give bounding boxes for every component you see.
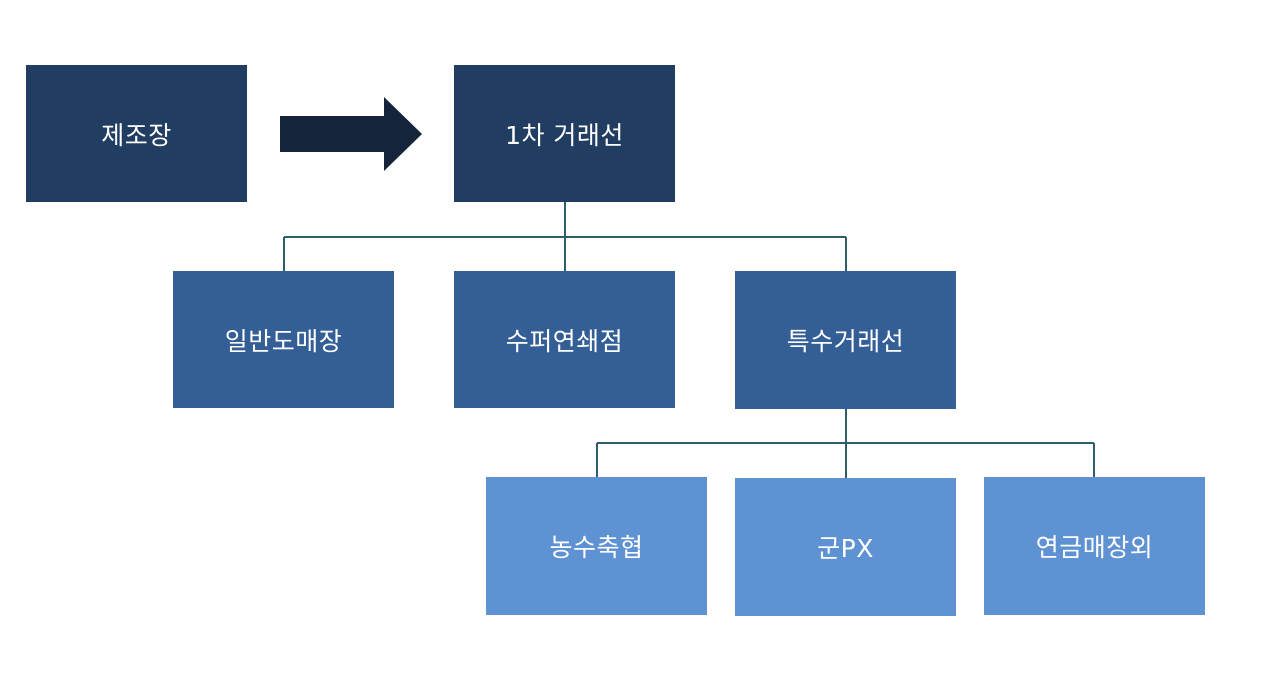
node-tobacco-store-etc: 연금매장외 (984, 477, 1205, 615)
node-primary-dealer-label: 1차 거래선 (505, 120, 624, 150)
node-general-store: 일반도매장 (173, 271, 394, 408)
node-agri-fishery-coop-label: 농수축협 (549, 533, 644, 562)
node-agri-fishery-coop: 농수축협 (486, 477, 707, 615)
node-tobacco-store-etc-label: 연금매장외 (1035, 533, 1154, 562)
node-general-store-label: 일반도매장 (224, 326, 343, 356)
node-special-dealer-label: 특수거래선 (786, 327, 905, 356)
node-manufacturer: 제조장 (26, 65, 247, 202)
node-primary-dealer: 1차 거래선 (454, 65, 675, 202)
node-military-px: 군PX (735, 478, 956, 616)
flow-arrow (280, 97, 422, 171)
node-special-dealer: 특수거래선 (735, 271, 956, 409)
node-supermarket-chain-label: 수퍼연쇄점 (505, 326, 624, 356)
node-manufacturer-label: 제조장 (101, 120, 172, 150)
node-supermarket-chain: 수퍼연쇄점 (454, 271, 675, 408)
node-military-px-label: 군PX (817, 534, 874, 563)
